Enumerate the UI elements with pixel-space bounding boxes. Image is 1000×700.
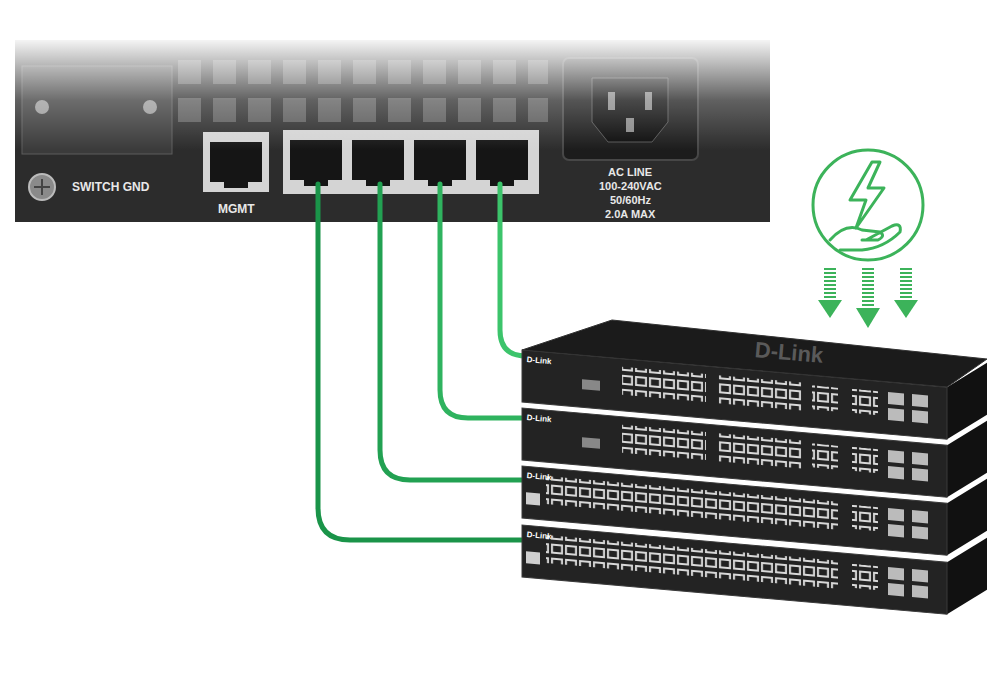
lightning-bolt [850,162,884,228]
power-label: 100-240VAC [599,180,662,192]
ground-screw [29,174,55,200]
cables [318,184,526,540]
rear-panel [15,40,770,222]
port-label: MGMT [218,203,255,216]
brand-label: D-Link [526,531,552,542]
arrow-head [856,308,880,328]
dotted-shaft [830,268,906,308]
brand-logo: D-Link [754,338,824,368]
cable [440,184,524,418]
panel-body [15,40,770,222]
arrow-head [894,300,918,318]
switch-stack [522,320,987,618]
icon-circle [813,150,923,260]
energy-icon [813,150,923,260]
cable [380,184,524,480]
cable [500,184,526,356]
panel-fade [15,40,770,150]
brand-label: D-Link [526,356,552,367]
cable [318,184,524,540]
arrow-head [818,300,842,318]
ground-screw-slot [34,179,50,195]
brand-label: D-Link [526,472,552,483]
power-label: AC LINE [608,166,652,178]
brand-label: D-Link [526,414,552,425]
switch-top [522,320,987,387]
panel-label: SWITCH GND [72,181,149,194]
power-label: 50/60Hz [610,194,651,206]
power-label: 2.0A MAX [605,208,655,220]
down-arrows [818,268,918,328]
hand [830,225,900,250]
